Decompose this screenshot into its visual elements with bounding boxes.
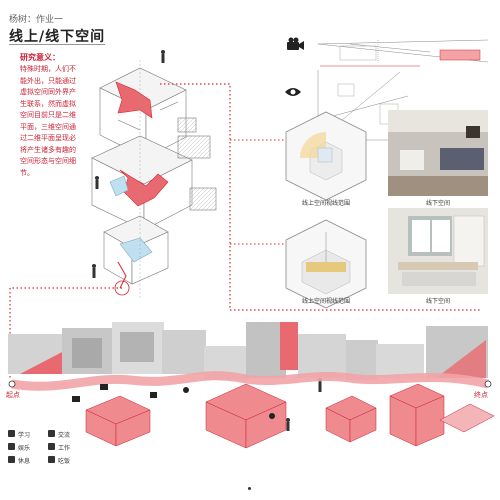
- camera-icon: [287, 37, 304, 50]
- research-heading: 研究意义：: [20, 53, 60, 62]
- work-icon: [48, 443, 55, 450]
- legend-dining: 吃饭: [58, 458, 71, 465]
- route-activity-icons: [72, 384, 275, 419]
- legend-study: 学习: [18, 432, 31, 439]
- perspective-diagram: [317, 39, 489, 67]
- axonometric-floor-middle: [91, 135, 217, 231]
- furniture-models: [85, 383, 495, 449]
- caption-online-view-bottom: 线上空间视线范围: [301, 298, 350, 305]
- start-marker: [8, 380, 16, 388]
- legend-entertainment: 娱乐: [18, 445, 31, 452]
- route-photo-strip: [8, 322, 488, 380]
- photo-living-room: [388, 208, 488, 294]
- page-title: 线上/线下空间: [9, 29, 106, 45]
- axonometric-floor-bottom: [103, 215, 169, 296]
- rest-icon: [8, 456, 15, 463]
- legend-work: 工作: [58, 445, 71, 452]
- title-underline: [9, 44, 105, 45]
- photo-bedroom: [388, 110, 488, 196]
- page-dot: [248, 487, 251, 490]
- route-band: [11, 371, 490, 391]
- legend-icons: [8, 430, 55, 463]
- dining-icon: [48, 456, 55, 463]
- axonometric-floor-top: [99, 67, 197, 159]
- book-icon: [8, 430, 15, 437]
- author-label: 杨树：作业一: [9, 15, 64, 25]
- game-icon: [8, 443, 15, 450]
- connector-right: [160, 83, 480, 311]
- caption-offline-space-bottom: 线下空间: [425, 298, 450, 305]
- hexagon-online-view-bottom: [285, 219, 367, 309]
- chat-icon: [48, 430, 55, 437]
- legend-communicate: 交流: [58, 432, 71, 439]
- caption-offline-space-top: 线下空间: [425, 200, 450, 207]
- end-marker: [484, 380, 492, 388]
- research-body: 特殊时期，人们不能外出，只能通过虚拟空间同外界产生联系，然而虚拟空间目前只是二维…: [20, 65, 76, 177]
- route-start-label: 起点: [6, 391, 20, 399]
- eye-icon: [285, 88, 301, 96]
- hexagon-online-view-top: [285, 111, 367, 201]
- route-end-label: 终点: [474, 391, 488, 399]
- caption-online-view-top: 线上空间视线范围: [301, 200, 350, 207]
- legend-rest: 休息: [18, 458, 31, 465]
